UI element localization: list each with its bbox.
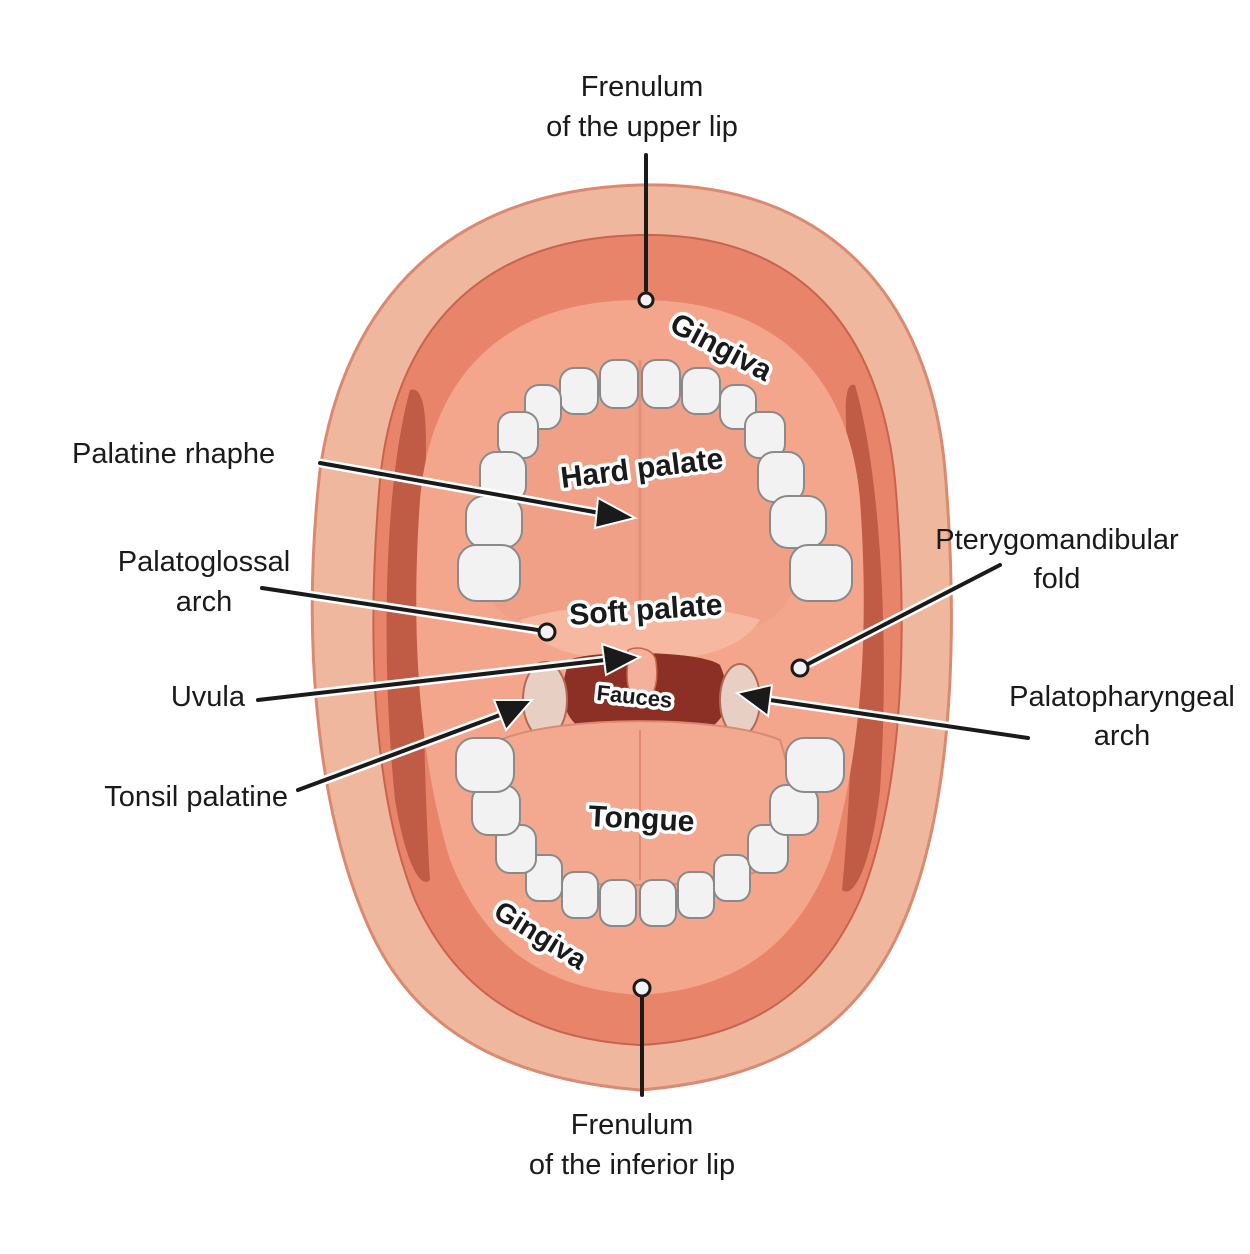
leader-uvula	[256, 658, 607, 702]
label-palatoglossal-1: Palatoglossal	[118, 546, 291, 578]
arrow-palatine-rhaphe	[593, 496, 638, 530]
label-tongue: Tongue	[588, 800, 696, 839]
label-pterygomandibular-1: Pterygomandibular	[935, 524, 1179, 556]
arrow-uvula	[600, 642, 643, 677]
leader-palatoglossal	[260, 586, 540, 632]
label-tonsil-palatine: Tonsil palatine	[104, 781, 288, 813]
label-palatopharyngeal-2: arch	[1094, 720, 1150, 752]
leader-palatine-rhaphe	[318, 461, 602, 515]
label-frenulum-upper-2: of the upper lip	[546, 111, 738, 143]
lower-teeth	[455, 737, 845, 927]
label-palatoglossal-2: arch	[176, 586, 232, 618]
label-palatine-rhaphe: Palatine rhaphe	[72, 438, 275, 470]
label-frenulum-lower-2: of the inferior lip	[529, 1149, 735, 1181]
external-labels: Frenulum of the upper lip Palatine rhaph…	[72, 71, 1235, 1181]
left-cheek-fold	[386, 389, 430, 882]
pin-frenulum-lower	[632, 978, 652, 998]
pin-palatoglossal	[537, 622, 557, 642]
leader-palatopharyngeal	[768, 698, 1030, 740]
pin-frenulum-upper	[637, 291, 655, 309]
soft-palate-area	[520, 605, 760, 660]
label-frenulum-lower-1: Frenulum	[571, 1109, 694, 1141]
mouth-illustration	[310, 183, 953, 1092]
arrow-tonsil	[492, 699, 535, 732]
label-uvula: Uvula	[171, 681, 246, 713]
leader-tonsil	[296, 713, 502, 792]
pin-pterygomandibular	[790, 658, 810, 678]
label-pterygomandibular-2: fold	[1034, 563, 1081, 595]
leader-pterygomandibular	[806, 563, 1002, 666]
label-frenulum-upper-1: Frenulum	[581, 71, 704, 103]
uvula-shape	[626, 647, 658, 706]
arrow-palatopharyngeal	[734, 683, 774, 718]
label-palatopharyngeal-1: Palatopharyngeal	[1009, 681, 1235, 713]
leader-lines	[253, 153, 1033, 1097]
upper-teeth	[457, 359, 853, 602]
